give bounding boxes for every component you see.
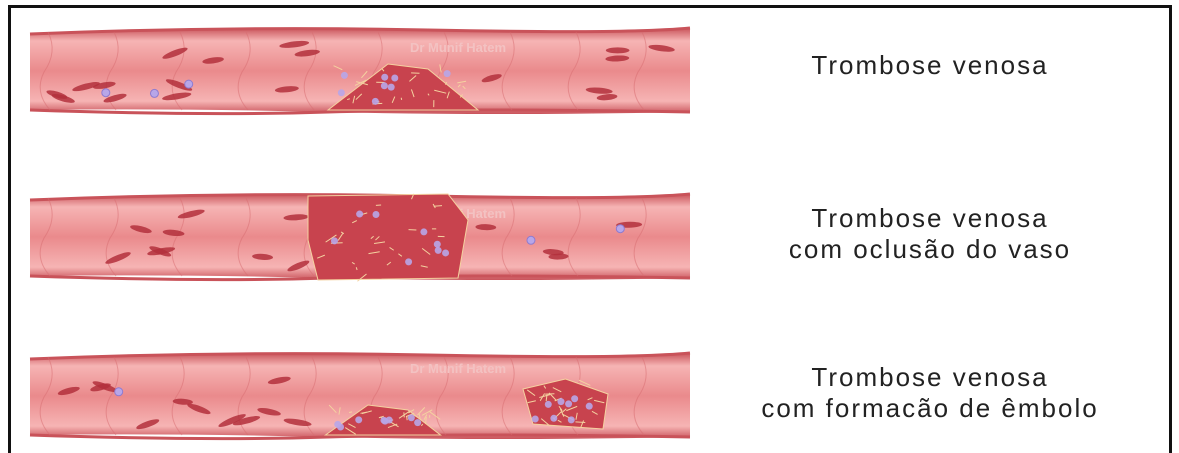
platelet <box>382 418 389 425</box>
platelet <box>405 258 412 265</box>
platelet <box>616 225 624 233</box>
fibrin-strand <box>349 412 352 413</box>
platelet <box>102 89 110 97</box>
label-line: com oclusão do vaso <box>705 234 1155 265</box>
label-embolus: Trombose venosa com formacão de êmbolo <box>705 362 1155 424</box>
fibrin-strand <box>401 98 402 100</box>
platelet <box>356 211 363 218</box>
platelet <box>527 236 535 244</box>
red-blood-cell <box>606 47 630 53</box>
platelet <box>532 416 539 423</box>
platelet <box>372 98 379 105</box>
platelet <box>571 395 578 402</box>
platelet <box>545 401 552 408</box>
platelet <box>568 416 575 423</box>
platelet <box>331 237 338 244</box>
platelet <box>550 415 557 422</box>
platelet <box>337 423 344 430</box>
vein-illustration-embolus: Dr Munif Hatem <box>28 349 692 441</box>
platelet <box>338 89 345 96</box>
fibrin-strand <box>434 206 442 207</box>
fibrin-strand <box>407 416 408 420</box>
platelet <box>381 82 388 89</box>
label-occlusion: Trombose venosa com oclusão do vaso <box>705 203 1155 265</box>
fibrin-strand <box>575 422 585 423</box>
platelet <box>444 70 451 77</box>
platelet <box>115 388 123 396</box>
platelet <box>408 414 415 421</box>
platelet <box>391 75 398 82</box>
platelet <box>565 400 572 407</box>
vein-thrombus-svg: Dr Munif Hatem <box>28 24 692 116</box>
vein-occlusion-svg: Dr Munif Hatem <box>28 190 692 282</box>
platelet <box>381 74 388 81</box>
platelet <box>372 211 379 218</box>
label-line: Trombose venosa <box>705 362 1155 393</box>
vein-embolus-svg: Dr Munif Hatem <box>28 349 692 441</box>
platelet <box>414 419 421 426</box>
platelet <box>341 72 348 79</box>
watermark-text: Dr Munif Hatem <box>410 361 506 376</box>
platelet <box>557 398 564 405</box>
vein-illustration-thrombosis: Dr Munif Hatem <box>28 24 692 116</box>
platelet <box>388 84 395 91</box>
platelet <box>420 228 427 235</box>
platelet <box>442 249 449 256</box>
watermark-text: Dr Munif Hatem <box>410 40 506 55</box>
label-line: Trombose venosa <box>705 50 1155 81</box>
platelet <box>185 80 193 88</box>
platelet <box>435 247 442 254</box>
label-line: com formacão de êmbolo <box>705 393 1155 424</box>
platelet <box>434 241 441 248</box>
platelet <box>355 416 362 423</box>
vein-illustration-occlusion: Dr Munif Hatem <box>28 190 692 282</box>
platelet <box>150 89 158 97</box>
platelet <box>586 403 593 410</box>
label-thrombosis: Trombose venosa <box>705 50 1155 81</box>
label-line: Trombose venosa <box>705 203 1155 234</box>
